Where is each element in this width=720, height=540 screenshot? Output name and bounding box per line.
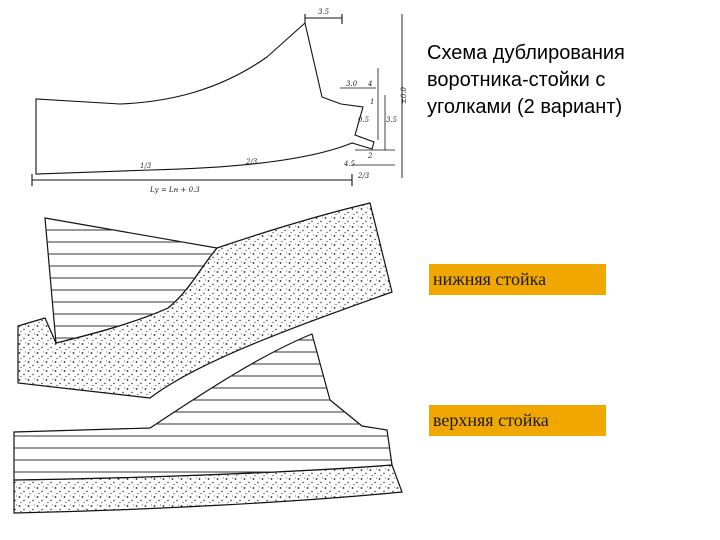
collar-outline bbox=[35, 21, 375, 175]
dim-label-c: 1 bbox=[370, 98, 374, 106]
lower-stand-shape bbox=[17, 202, 393, 399]
dim-label-a: 3.0 bbox=[346, 80, 358, 88]
dim-label-two-thirds-b: 2/3 bbox=[357, 172, 370, 180]
pattern-drawing bbox=[31, 14, 403, 186]
dim-label-two-thirds: 2/3 bbox=[245, 158, 258, 166]
dim-label-top: 3.5 bbox=[318, 8, 330, 16]
dim-label-d: 0.5 bbox=[358, 116, 370, 124]
dim-label-e: 3.5 bbox=[386, 116, 398, 124]
slide-title-line-3: уголками (2 вариант) bbox=[427, 96, 623, 118]
slide-title-line-2: воротника-стойки с bbox=[427, 69, 606, 91]
dim-label-b: 4 bbox=[367, 80, 372, 88]
upper-stand-label: верхняя стойка bbox=[429, 405, 606, 436]
slide-title-line-1: Схема дублирования bbox=[427, 42, 625, 64]
dim-label-g: 4.5 bbox=[343, 160, 356, 168]
dim-label-third: 1/3 bbox=[140, 162, 152, 170]
dim-label-f: 2 bbox=[367, 152, 373, 160]
lower-stand-label: нижняя стойка bbox=[429, 264, 606, 295]
dim-label-right: ±0.0 bbox=[400, 86, 408, 104]
dim-label-formula: Lу = Lн + 0.3 bbox=[149, 186, 200, 194]
upper-hatched-region bbox=[13, 333, 393, 481]
slide-title: Схема дублирования воротника-стойки с уг… bbox=[427, 40, 707, 121]
